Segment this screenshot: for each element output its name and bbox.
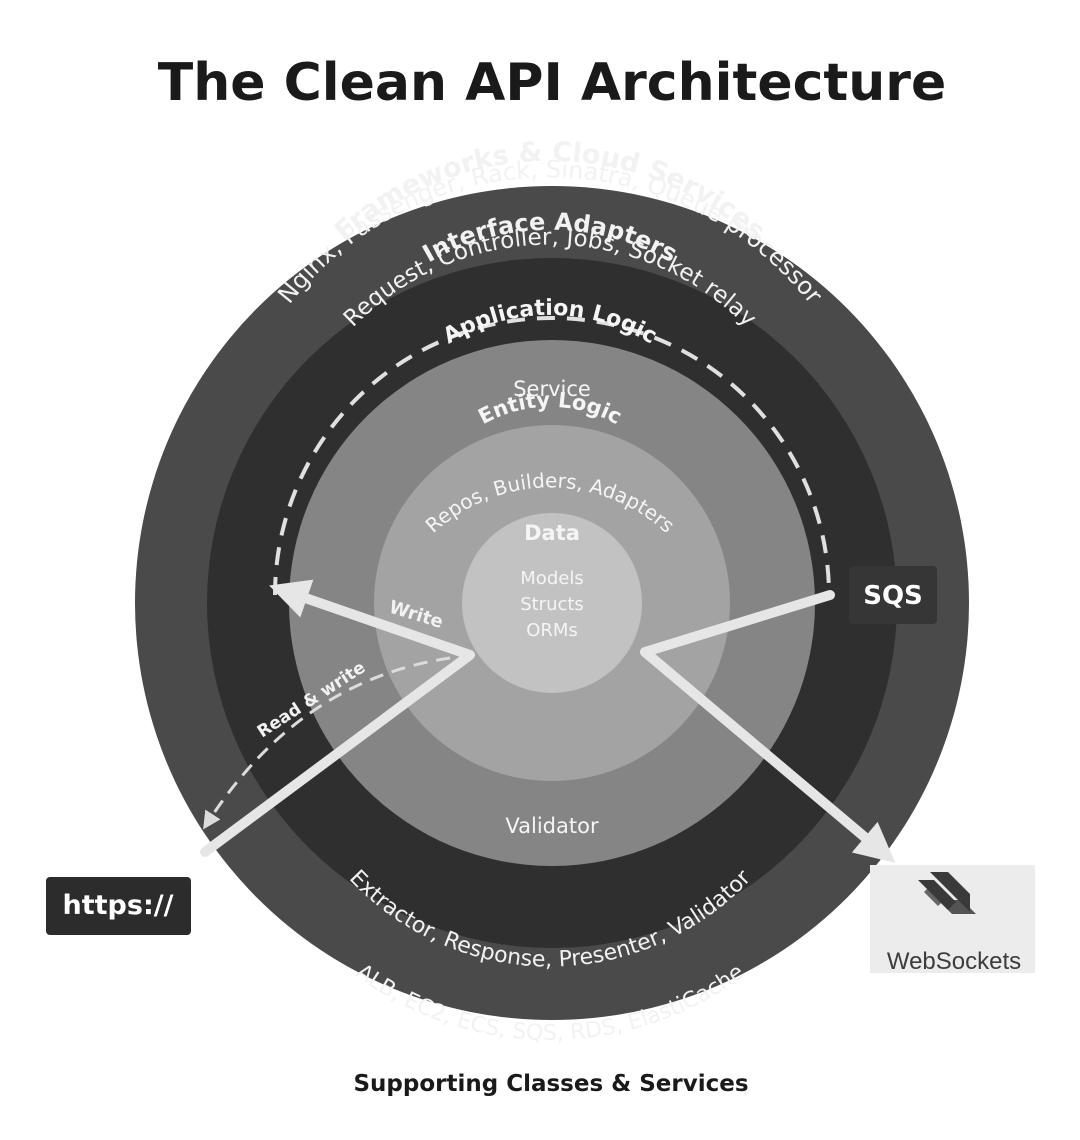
arrow-https-write — [200, 579, 475, 857]
https-badge: https:// — [46, 877, 191, 935]
arrow-read-write — [203, 656, 451, 830]
page-title: The Clean API Architecture — [158, 53, 946, 113]
https-badge-label: https:// — [63, 890, 174, 921]
websockets-badge: WebSockets — [870, 865, 1035, 975]
footer-caption: Supporting Classes & Services — [353, 1071, 748, 1097]
data-item-orms: ORMs — [526, 620, 578, 641]
application-bottom-items: Validator — [505, 814, 599, 838]
data-heading: Data — [524, 521, 580, 545]
websockets-badge-label: WebSockets — [887, 948, 1021, 975]
data-item-models: Models — [520, 568, 583, 589]
sqs-badge-label: SQS — [863, 581, 923, 611]
boundary-dashed-line — [273, 316, 831, 596]
data-item-structs: Structs — [520, 594, 584, 615]
flow-arrows — [200, 579, 896, 863]
sqs-badge: SQS — [849, 566, 937, 624]
arrow-sqs-to-websockets — [640, 590, 896, 863]
websockets-logo-icon — [918, 872, 976, 914]
ring-data — [462, 513, 642, 693]
application-items: Service — [513, 377, 591, 401]
